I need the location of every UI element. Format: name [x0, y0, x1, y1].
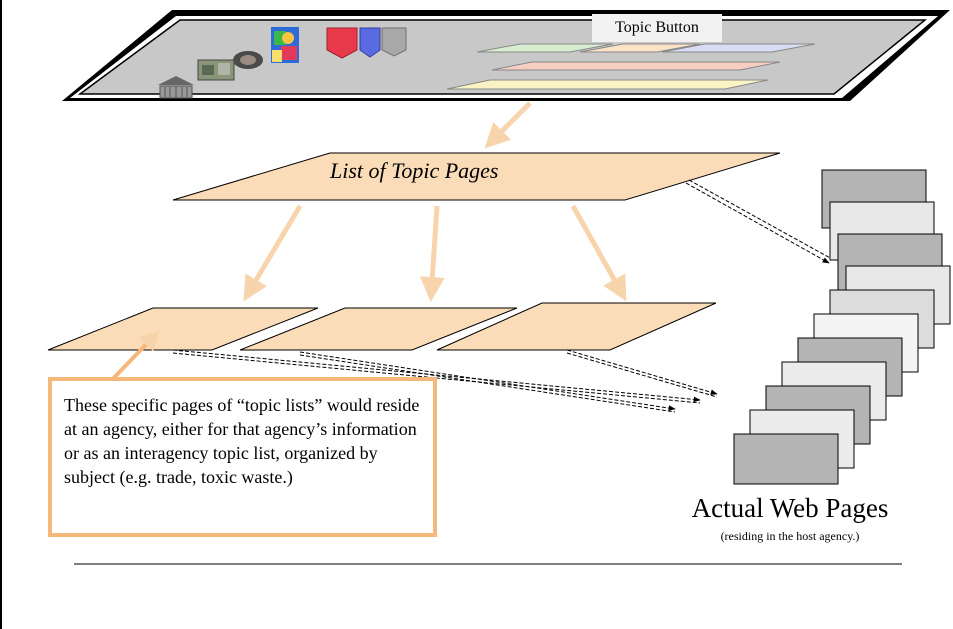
- photo-thumbnail-icon: [197, 59, 235, 81]
- shield-gray-icon: [381, 27, 407, 57]
- person-reading-icon: [271, 27, 299, 63]
- building-icon: [158, 76, 194, 99]
- topic-list-page-3[interactable]: [436, 302, 717, 351]
- list-to-page1-arrow: [243, 204, 303, 302]
- web-pages-stack[interactable]: [733, 169, 951, 485]
- topic-list-page-2[interactable]: [239, 307, 518, 351]
- list-of-topic-pages-title: List of Topic Pages: [330, 158, 499, 183]
- topic-button[interactable]: Topic Button: [592, 14, 722, 42]
- list-of-topic-pages-panel[interactable]: [172, 152, 781, 201]
- topic-bars[interactable]: [446, 43, 816, 90]
- shield-red-icon: [326, 27, 358, 59]
- globe-icon: [233, 51, 263, 69]
- list-to-page3-arrow: [570, 204, 627, 302]
- actual-web-pages-title: Actual Web Pages: [691, 493, 889, 523]
- note-to-page-arrow: [105, 330, 160, 387]
- actual-web-pages-subtitle: (residing in the host agency.): [720, 529, 860, 543]
- panel-to-list-arrow: [484, 101, 532, 149]
- shield-blue-icon: [359, 27, 381, 58]
- list-to-page2-arrow: [419, 205, 445, 302]
- topic-lists-note: These specific pages of “topic lists” wo…: [48, 377, 437, 537]
